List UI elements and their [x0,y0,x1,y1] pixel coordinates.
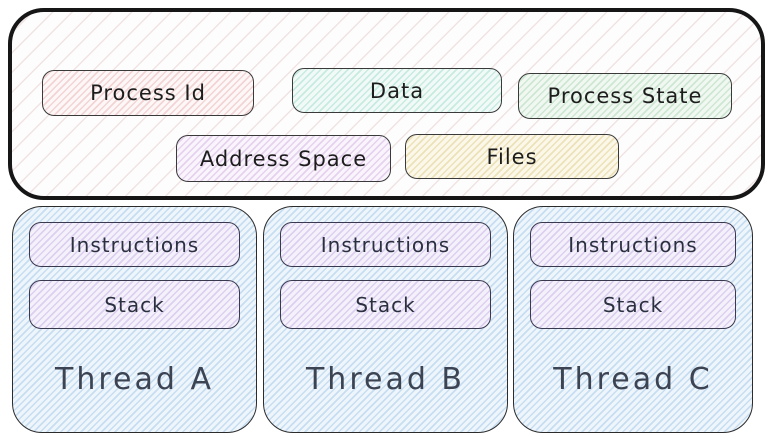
thread-a-stack-label: Stack [104,292,165,317]
data-box: Data [292,68,502,113]
process-container-box: Process Id Data Process State Address Sp… [8,8,765,200]
process-state-box: Process State [518,73,732,119]
thread-b-instructions-box: Instructions [280,222,491,267]
thread-b-box: Instructions Stack Thread B [263,206,508,433]
thread-b-name-label: Thread B [305,361,465,397]
thread-b-stack-label: Stack [355,292,416,317]
thread-a-box: Instructions Stack Thread A [12,206,257,433]
process-state-label: Process State [547,84,703,108]
process-id-label: Process Id [90,81,206,105]
thread-c-stack-box: Stack [530,280,736,329]
address-space-label: Address Space [199,146,368,171]
thread-b-instructions-label: Instructions [320,232,451,257]
files-box: Files [405,134,619,179]
thread-a-instructions-box: Instructions [29,222,240,267]
address-space-box: Address Space [176,135,391,182]
thread-a-instructions-label: Instructions [69,232,200,257]
process-id-box: Process Id [42,70,254,116]
thread-a-name-label: Thread A [55,361,214,397]
files-label: Files [486,144,538,169]
thread-c-name-label: Thread C [553,361,713,397]
thread-c-instructions-box: Instructions [530,222,736,267]
data-label: Data [369,78,425,103]
thread-a-stack-box: Stack [29,280,240,329]
thread-c-stack-label: Stack [602,292,664,317]
thread-b-stack-box: Stack [280,280,491,329]
thread-c-box: Instructions Stack Thread C [513,206,753,433]
thread-c-instructions-label: Instructions [568,232,698,257]
